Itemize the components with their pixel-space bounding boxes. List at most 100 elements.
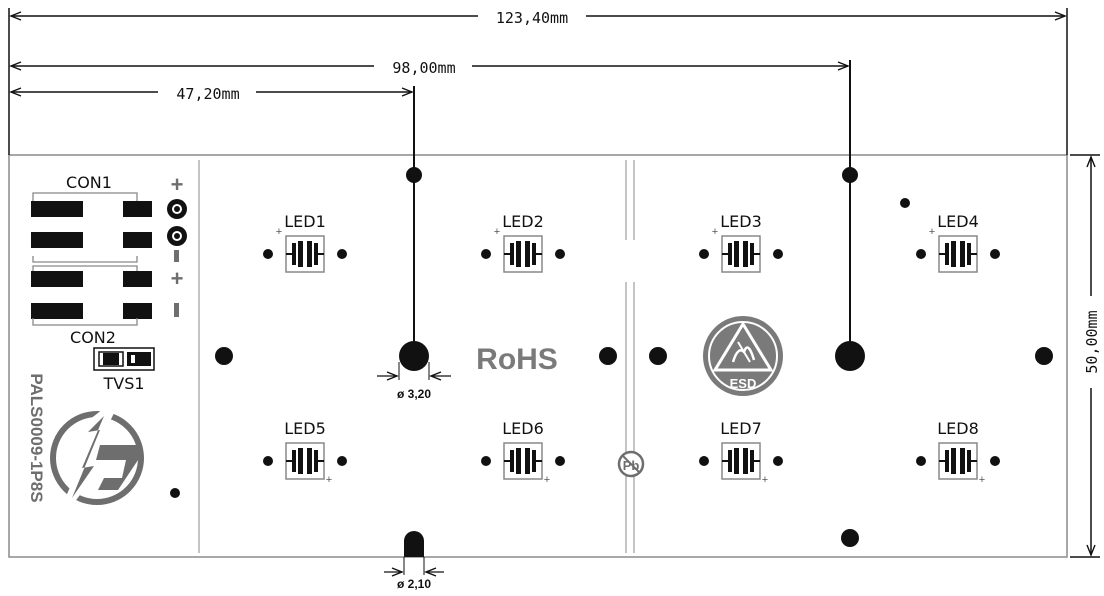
esd-text: ESD — [730, 376, 757, 391]
company-logo — [50, 406, 144, 505]
led-pad — [292, 243, 296, 265]
board-outline — [8, 154, 1068, 558]
led-via — [263, 456, 273, 466]
esd-symbol: ESD — [703, 316, 783, 396]
con2-pad — [31, 271, 83, 287]
led-via — [916, 456, 926, 466]
rohs-mark: RoHS — [476, 343, 558, 376]
led-7: LED7 + — [699, 419, 783, 486]
mounting-holes — [170, 167, 1053, 557]
hole — [406, 167, 422, 183]
hole — [842, 167, 858, 183]
hole — [599, 347, 617, 365]
minus-sign-2 — [174, 303, 179, 317]
led-pad — [945, 243, 949, 265]
led-via — [699, 456, 709, 466]
led-pad — [314, 450, 318, 472]
tvs1-label: TVS1 — [102, 374, 144, 393]
led-pad — [510, 450, 514, 472]
led-pad — [292, 450, 296, 472]
led-3: LED3+ — [699, 212, 783, 273]
hole — [649, 347, 667, 365]
led-pad — [532, 243, 536, 265]
dim-text-overall: 123,40mm — [496, 9, 568, 27]
led-via — [263, 249, 273, 259]
led-via — [555, 456, 565, 466]
hole — [900, 198, 910, 208]
dim-text-98: 98,00mm — [392, 59, 455, 77]
led-pad — [728, 450, 732, 472]
led-via — [773, 456, 783, 466]
led-label: LED5 — [284, 419, 326, 438]
led-label: LED1 — [284, 212, 326, 231]
con1-pad — [123, 201, 152, 217]
led-6: LED6+ — [481, 419, 565, 486]
polarity-mark: + — [929, 226, 935, 238]
led-via — [555, 249, 565, 259]
led-pad — [532, 450, 536, 472]
led-label: LED7 — [720, 419, 762, 438]
led-pad — [314, 243, 318, 265]
led-8: LED8 + — [916, 419, 1000, 486]
led-2: LED2+ — [481, 212, 565, 273]
con2-pad — [123, 303, 152, 319]
led-via — [481, 456, 491, 466]
diameter-text-small: ø 2,10 — [397, 577, 431, 591]
led-pad — [750, 243, 754, 265]
part-number: PALS0009-1P8S — [27, 373, 46, 502]
led-label: LED4 — [937, 212, 979, 231]
polarity-mark: + — [762, 474, 768, 486]
con1-label: CON1 — [66, 173, 112, 192]
hole — [215, 347, 233, 365]
polarity-mark: + — [494, 226, 500, 238]
hole-large — [835, 341, 865, 371]
led-via — [990, 456, 1000, 466]
dimension-98: 98,00mm — [9, 59, 851, 356]
con1-pad — [31, 201, 83, 217]
dimension-height: 50,00mm — [1070, 154, 1101, 558]
dimension-overall-width: 123,40mm — [8, 8, 1068, 155]
dim-text-47: 47,20mm — [176, 85, 239, 103]
led-via — [337, 249, 347, 259]
tvs1-outline — [93, 347, 155, 371]
led-pad — [750, 450, 754, 472]
polarity-mark: + — [712, 226, 718, 238]
dimension-47: 47,20mm — [9, 85, 415, 356]
con2-pad — [123, 271, 152, 287]
hole-large — [399, 341, 429, 371]
led-via — [990, 249, 1000, 259]
polarity-mark: + — [276, 226, 282, 238]
led-pad — [945, 450, 949, 472]
led-pad — [510, 243, 514, 265]
hole — [1035, 347, 1053, 365]
con1-pad — [123, 232, 152, 248]
led-label: LED3 — [720, 212, 762, 231]
led-group: LED1+LED2+LED3+LED4+LED5+LED6+LED7+LED8+ — [263, 212, 1000, 486]
polarity-mark: + — [979, 474, 985, 486]
polarity-mark: + — [326, 474, 332, 486]
led-pad — [967, 450, 971, 472]
led-via — [916, 249, 926, 259]
pb-free-mark: Pb — [617, 450, 645, 478]
led-label: LED8 — [937, 419, 979, 438]
polarity-mark: + — [544, 474, 550, 486]
hole — [841, 529, 859, 547]
con1-pad — [31, 232, 83, 248]
hole — [170, 488, 180, 498]
diameter-callout-small: ø 2,10 — [384, 557, 444, 591]
led-5: LED5 + — [263, 419, 347, 486]
led-pad — [967, 243, 971, 265]
con2-label: CON2 — [70, 328, 116, 347]
led-4: LED4+ — [916, 212, 1000, 273]
led-label: LED2 — [502, 212, 544, 231]
led-pad — [728, 243, 732, 265]
connector-block: CON1 CON2 + + TVS1 — [31, 172, 187, 393]
dim-text-height: 50,00mm — [1083, 310, 1101, 373]
led-1: LED1+ — [263, 212, 347, 273]
diameter-text-large: ø 3,20 — [397, 387, 431, 401]
minus-sign — [174, 250, 179, 262]
led-via — [773, 249, 783, 259]
hole-edge-notch — [404, 531, 424, 557]
plus-sign: + — [171, 172, 184, 197]
led-via — [699, 249, 709, 259]
